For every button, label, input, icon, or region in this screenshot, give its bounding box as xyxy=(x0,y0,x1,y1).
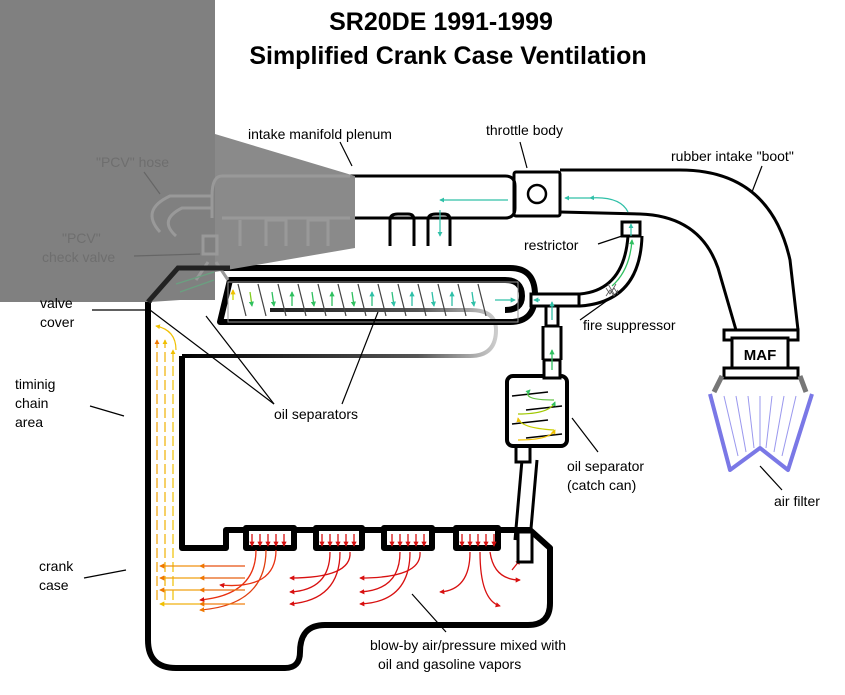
catch-can-flow xyxy=(516,389,556,441)
catch-can-outlet-hose xyxy=(541,326,563,360)
intake-pipe-top xyxy=(560,168,800,331)
label-fire-suppressor: fire suppressor xyxy=(583,317,676,333)
oil-separator-baffle-box xyxy=(227,281,519,323)
label-throttle-body: throttle body xyxy=(486,122,564,138)
crank-case-fitting xyxy=(516,530,534,564)
leader-lines xyxy=(83,141,783,633)
grey-overlay-wedge xyxy=(215,134,355,272)
maf-label: MAF xyxy=(744,347,777,364)
label-crank-case-2: case xyxy=(39,577,69,593)
oil-pan-dips xyxy=(243,525,501,548)
catch-can xyxy=(505,374,569,448)
valve-cover-flow xyxy=(230,289,516,307)
valve-cover-ghost xyxy=(146,265,230,304)
label-pcv-hose: "PCV" hose xyxy=(96,154,169,170)
label-timing-chain-3: area xyxy=(15,414,44,430)
throttle-plate xyxy=(526,183,548,205)
label-blowby-1: blow-by air/pressure mixed with xyxy=(370,637,567,653)
air-filter-pleats xyxy=(723,395,797,457)
t-fitting xyxy=(529,292,581,308)
label-pcv-check-valve-2: check valve xyxy=(42,249,116,265)
label-valve-cover-2: cover xyxy=(40,314,75,330)
catch-can-inlet-hose xyxy=(513,459,524,541)
oil-separator-baffles xyxy=(237,283,487,317)
title-line-1: SR20DE 1991-1999 xyxy=(329,8,553,36)
label-intake-manifold-plenum: intake manifold plenum xyxy=(248,126,392,142)
ghost-flow xyxy=(175,271,215,293)
label-crank-case-1: crank xyxy=(39,558,74,574)
label-timing-chain-1: timinig xyxy=(15,376,56,392)
air-filter-housing xyxy=(711,374,809,394)
crank-case-flow xyxy=(159,534,521,613)
grey-overlay-lower xyxy=(0,272,215,302)
label-timing-chain-2: chain xyxy=(15,395,49,411)
head-inner-outline xyxy=(182,308,499,358)
fire-suppressor-mesh xyxy=(605,283,619,297)
intake-manifold-plenum xyxy=(350,174,517,220)
label-catch-can-1: oil separator xyxy=(567,458,645,474)
grey-overlay xyxy=(0,0,215,272)
fire-suppressor-hose xyxy=(579,235,644,308)
label-restrictor: restrictor xyxy=(524,237,579,253)
title-line-2: Simplified Crank Case Ventilation xyxy=(249,42,647,70)
catch-can-inlet-hose-2 xyxy=(528,459,539,541)
label-air-filter: air filter xyxy=(774,493,820,509)
air-filter xyxy=(708,393,814,472)
intake-pipe-flow xyxy=(564,195,629,213)
ghost-components xyxy=(150,174,350,281)
label-valve-cover-1: valve xyxy=(40,295,73,311)
label-rubber-intake-boot: rubber intake "boot" xyxy=(671,148,794,164)
intake-pipe-bottom xyxy=(559,210,738,331)
label-catch-can-2: (catch can) xyxy=(567,477,637,493)
timing-chain-flow xyxy=(154,324,177,600)
label-blowby-2: oil and gasoline vapors xyxy=(378,656,522,672)
label-oil-separators: oil separators xyxy=(274,406,359,422)
label-pcv-check-valve-1: "PCV" xyxy=(62,230,101,246)
plenum-flow xyxy=(437,197,508,237)
maf-bottom-flange xyxy=(722,366,800,380)
